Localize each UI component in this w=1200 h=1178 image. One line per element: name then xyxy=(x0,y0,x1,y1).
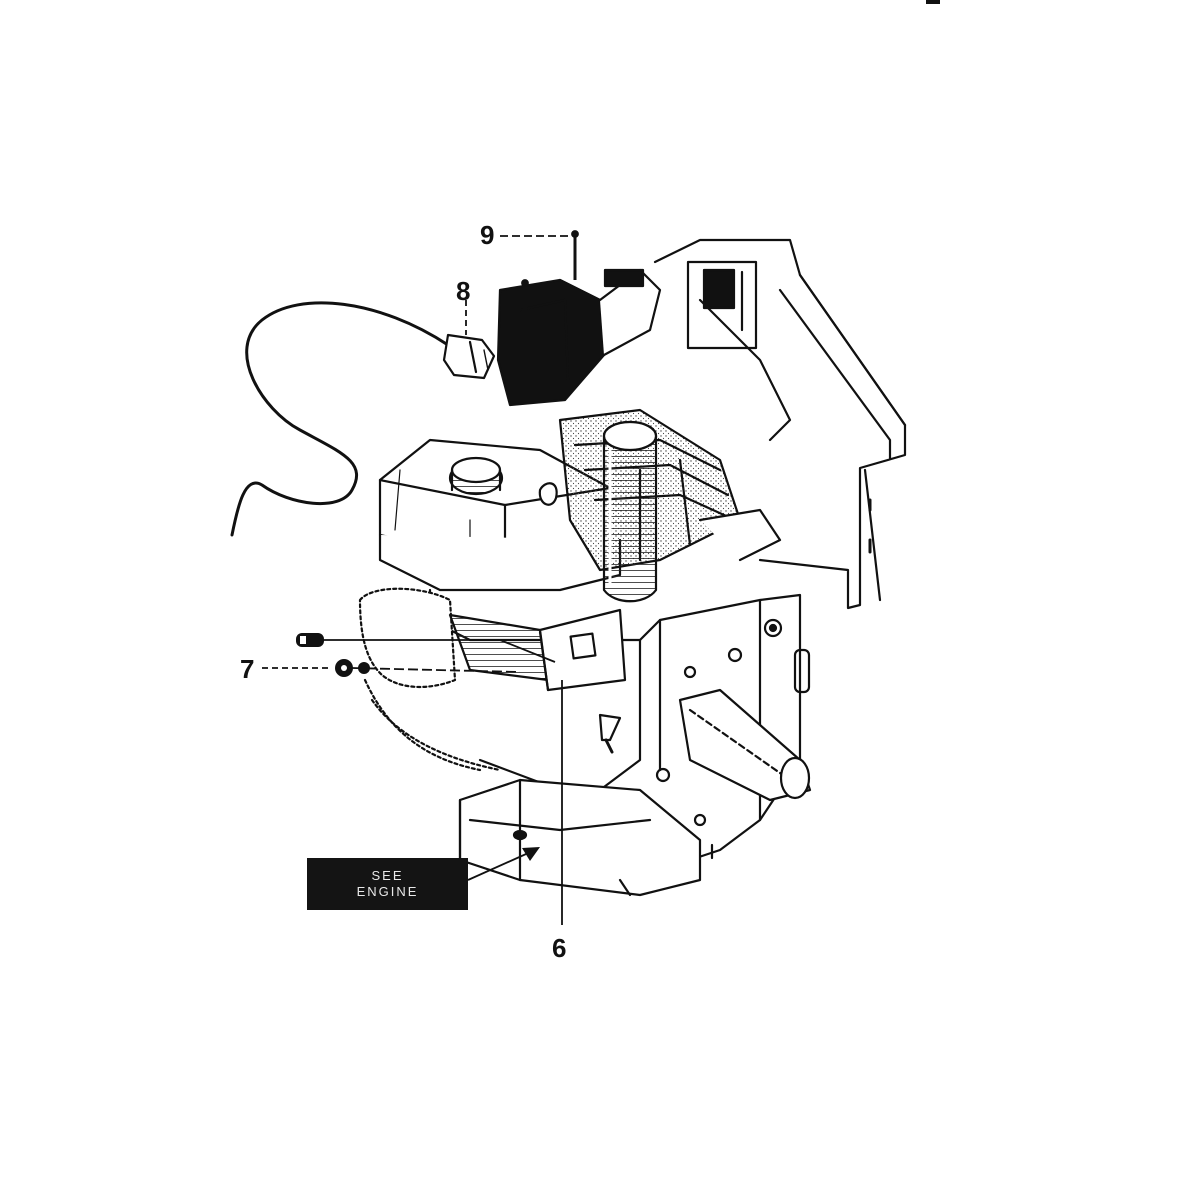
intake-tube xyxy=(358,587,502,772)
callout-8: 9 xyxy=(480,220,495,250)
see-engine-line1: SEE xyxy=(371,868,404,883)
callout-7: 7 xyxy=(240,654,255,684)
engine-base xyxy=(458,778,714,897)
see-engine-leader xyxy=(467,849,536,881)
spark-plug-boot xyxy=(442,333,496,380)
bolt-7-upper xyxy=(296,633,324,647)
corner-mark xyxy=(926,0,940,4)
callout-6: 6 xyxy=(552,933,567,963)
nut-7-lower xyxy=(335,659,370,677)
crankshaft xyxy=(678,688,812,802)
see-engine-line2: ENGINE xyxy=(356,884,419,899)
see-engine-arrowhead xyxy=(522,847,540,861)
ignition-wire xyxy=(230,301,450,537)
callout-7-leader-b xyxy=(322,639,556,663)
carburetor xyxy=(496,268,662,407)
callout-7-leader-c xyxy=(351,667,521,673)
engine-shroud xyxy=(653,238,907,610)
air-filter xyxy=(602,420,658,603)
fuel-cap xyxy=(448,456,504,496)
see-engine-label: SEE ENGINE xyxy=(307,858,468,910)
callout-9: 8 xyxy=(456,276,471,306)
starter-assembly xyxy=(448,608,627,692)
